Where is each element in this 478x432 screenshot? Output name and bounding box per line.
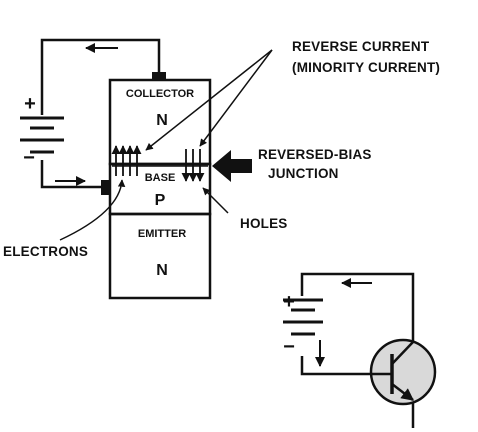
schematic-battery-plus: + (283, 291, 295, 313)
emitter-region (108, 212, 212, 300)
collector-type: N (156, 112, 168, 129)
battery (20, 116, 64, 154)
base-terminal (101, 180, 111, 195)
callout-leaders (59, 49, 273, 241)
junction-label: JUNCTION (268, 166, 339, 181)
reverse-current-label: REVERSE CURRENT (292, 39, 430, 54)
electron-arrows-up (111, 145, 142, 176)
bias-circuit-wire (40, 38, 161, 189)
hole-arrows-down (181, 149, 205, 182)
minority-current-label: (MINORITY CURRENT) (292, 60, 440, 75)
reversed-bias-arrow-icon (212, 150, 252, 182)
electrons-label: ELECTRONS (3, 244, 88, 259)
reversed-bias-label: REVERSED-BIAS (258, 147, 372, 162)
base-label: BASE (145, 172, 176, 184)
holes-label: HOLES (240, 216, 288, 231)
collector-label: COLLECTOR (126, 88, 194, 100)
base-type: P (155, 192, 166, 209)
schematic-circuit-wire (300, 272, 415, 428)
npn-transistor-symbol-icon (369, 338, 437, 406)
battery-plus-sign: + (24, 93, 36, 115)
schematic-battery-minus: − (283, 336, 295, 358)
battery-minus-sign: − (23, 147, 35, 169)
schematic-battery (283, 298, 323, 336)
collector-terminal (152, 72, 166, 81)
emitter-type: N (156, 262, 168, 279)
emitter-label: EMITTER (138, 228, 186, 240)
